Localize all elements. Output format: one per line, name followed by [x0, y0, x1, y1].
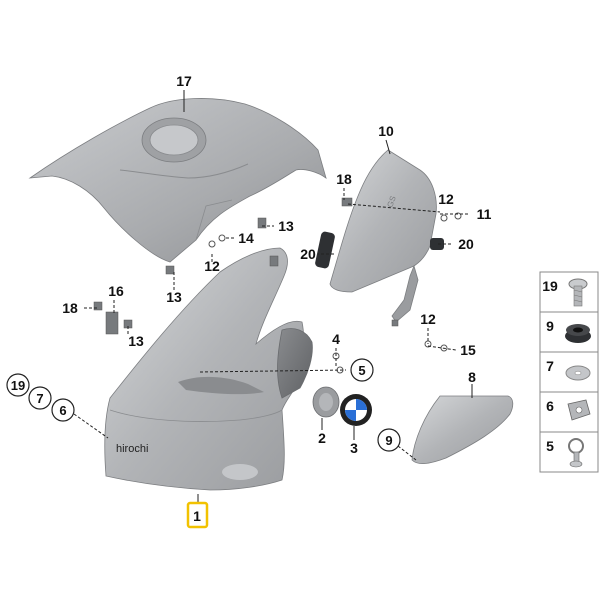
callout-18-left: 18 — [62, 300, 78, 316]
callout-8: 8 — [468, 369, 476, 385]
legend-panel: 19 9 7 6 5 — [539, 271, 599, 473]
callout-20-left: 20 — [300, 246, 316, 262]
part-17-tank-cover — [28, 98, 327, 263]
callout-3: 3 — [350, 440, 358, 456]
quarter-turn-fastener-icon — [568, 438, 584, 468]
callout-10: 10 — [378, 123, 394, 139]
callout-20-right: 20 — [458, 236, 474, 252]
callout-11: 11 — [477, 206, 492, 222]
legend-5: 5 — [546, 438, 554, 454]
part-3-emblem — [340, 394, 372, 426]
callout-1: 1 — [193, 508, 201, 524]
callout-13-low: 13 — [128, 333, 144, 349]
watermark: hirochi — [116, 443, 148, 455]
part-20-damper-right — [430, 238, 444, 250]
washer-icon — [565, 365, 591, 381]
callout-13-mid: 13 — [166, 289, 182, 305]
callout-14: 14 — [238, 230, 254, 246]
callout-6-circled: 6 — [59, 403, 66, 418]
callout-18-top: 18 — [336, 171, 352, 187]
part-1-front-panel — [104, 247, 313, 491]
callout-15: 15 — [460, 342, 476, 358]
callout-12-right: 12 — [420, 311, 436, 327]
legend-19: 19 — [542, 278, 558, 294]
callout-16: 16 — [108, 283, 124, 299]
callout-7-circled: 7 — [36, 391, 43, 406]
legend-6: 6 — [546, 398, 554, 414]
callout-1-highlight-box — [186, 501, 209, 529]
callout-labels: 17 10 18 12 11 13 14 20 20 12 13 16 18 1… — [62, 73, 491, 456]
clip-nut-icon — [567, 399, 591, 421]
callout-9-circled: 9 — [385, 433, 392, 448]
part-20-damper-left — [315, 231, 335, 269]
callout-5-circled: 5 — [358, 363, 365, 378]
part-10-side-panel: GS — [329, 149, 437, 323]
screw-icon — [568, 278, 588, 307]
callout-12-mid: 12 — [204, 258, 220, 274]
hardware-clips — [93, 197, 399, 335]
svg-text:GS: GS — [385, 195, 397, 209]
legend-7: 7 — [546, 358, 554, 374]
callout-4: 4 — [332, 331, 340, 347]
grommet-icon — [565, 324, 591, 343]
part-8-lower-trim — [411, 395, 514, 464]
callout-17: 17 — [176, 73, 192, 89]
callout-2: 2 — [318, 430, 326, 446]
callout-12-top: 12 — [438, 191, 454, 207]
callout-19-circled: 19 — [11, 378, 25, 393]
circled-callouts: 5 19 7 6 9 1 — [6, 358, 401, 529]
legend-9: 9 — [546, 318, 554, 334]
callout-13-top: 13 — [278, 218, 294, 234]
part-2-mount-disc — [312, 386, 340, 418]
